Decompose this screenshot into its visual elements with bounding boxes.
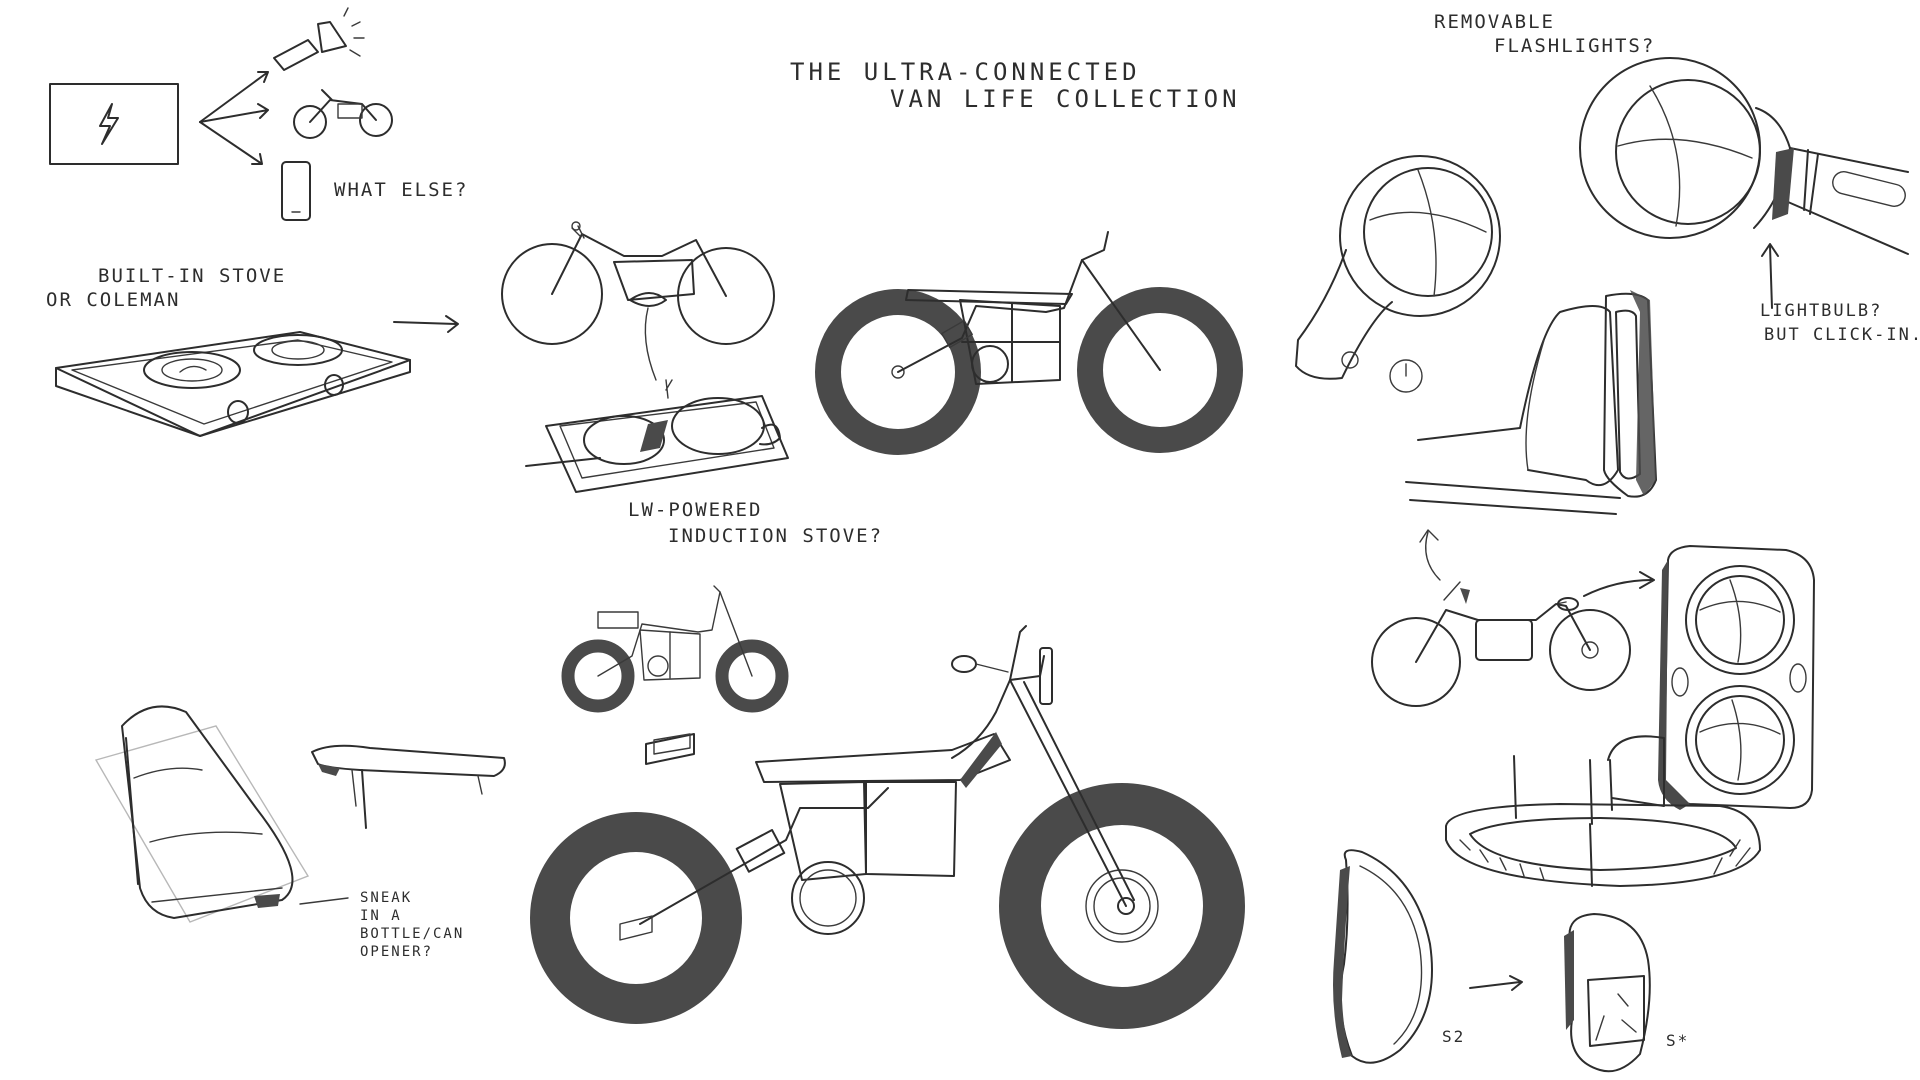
tail-housing-sketch — [1405, 290, 1657, 515]
label-size-s2: S2 — [1442, 1027, 1465, 1046]
cover-small-s-sketch — [1564, 913, 1651, 1073]
camp-stove-sketch — [55, 331, 411, 437]
label-lightbulb-2: BUT CLICK-IN. — [1764, 325, 1920, 345]
large-bike-sketch — [530, 625, 1245, 1029]
ring-base-sketch — [1445, 803, 1761, 887]
title-line-1: THE ULTRA-CONNECTED — [790, 58, 1141, 86]
title-line-2: VAN LIFE COLLECTION — [890, 85, 1241, 113]
power-icon — [1389, 359, 1423, 393]
seat-side-sketch — [311, 744, 506, 829]
arrow-to-housing — [1583, 571, 1655, 597]
label-induction-1: LW-POWERED — [628, 499, 762, 521]
label-flashlights-1: REMOVABLE — [1434, 11, 1555, 33]
dual-light-housing-sketch — [1513, 545, 1815, 825]
label-flashlights-2: FLASHLIGHTS? — [1494, 35, 1655, 57]
label-stove-2: OR COLEMAN — [46, 289, 180, 311]
label-lightbulb-1: LIGHTBULB? — [1760, 301, 1882, 321]
label-opener-2: IN A — [360, 908, 402, 924]
flashlight-head-left-sketch — [1295, 155, 1501, 380]
curve-arrow-up — [1419, 529, 1441, 581]
label-stove-1: BUILT-IN STOVE — [98, 265, 286, 287]
label-induction-2: INDUCTION STOVE? — [668, 525, 883, 547]
lightbulb-arrow — [1761, 243, 1779, 309]
motorbike-icon — [293, 89, 393, 139]
opener-pointer — [299, 897, 349, 905]
label-what-else: WHAT ELSE? — [334, 179, 468, 201]
label-opener-1: SNEAK — [360, 890, 412, 906]
label-opener-3: BOTTLE/CAN — [360, 926, 464, 942]
medium-bike-sketch — [815, 231, 1243, 455]
induction-stove-sketch — [525, 379, 789, 493]
battery-bolt-icon — [49, 83, 179, 165]
small-bike-sketch — [561, 585, 789, 713]
arrow-to-bike — [393, 315, 459, 333]
cover-large-s2-sketch — [1333, 849, 1433, 1064]
branch-arrows — [199, 71, 269, 165]
label-size-s-star: S* — [1666, 1031, 1689, 1050]
seat-sketch — [94, 705, 310, 923]
right-small-bike-sketch — [1371, 581, 1631, 707]
label-opener-4: OPENER? — [360, 944, 433, 960]
flashlight-icon — [273, 7, 365, 71]
outline-bike-sketch — [501, 221, 775, 381]
phone-icon — [281, 161, 311, 221]
flashlight-head-right-sketch — [1579, 57, 1909, 255]
arrow-to-small-cover — [1469, 975, 1523, 991]
